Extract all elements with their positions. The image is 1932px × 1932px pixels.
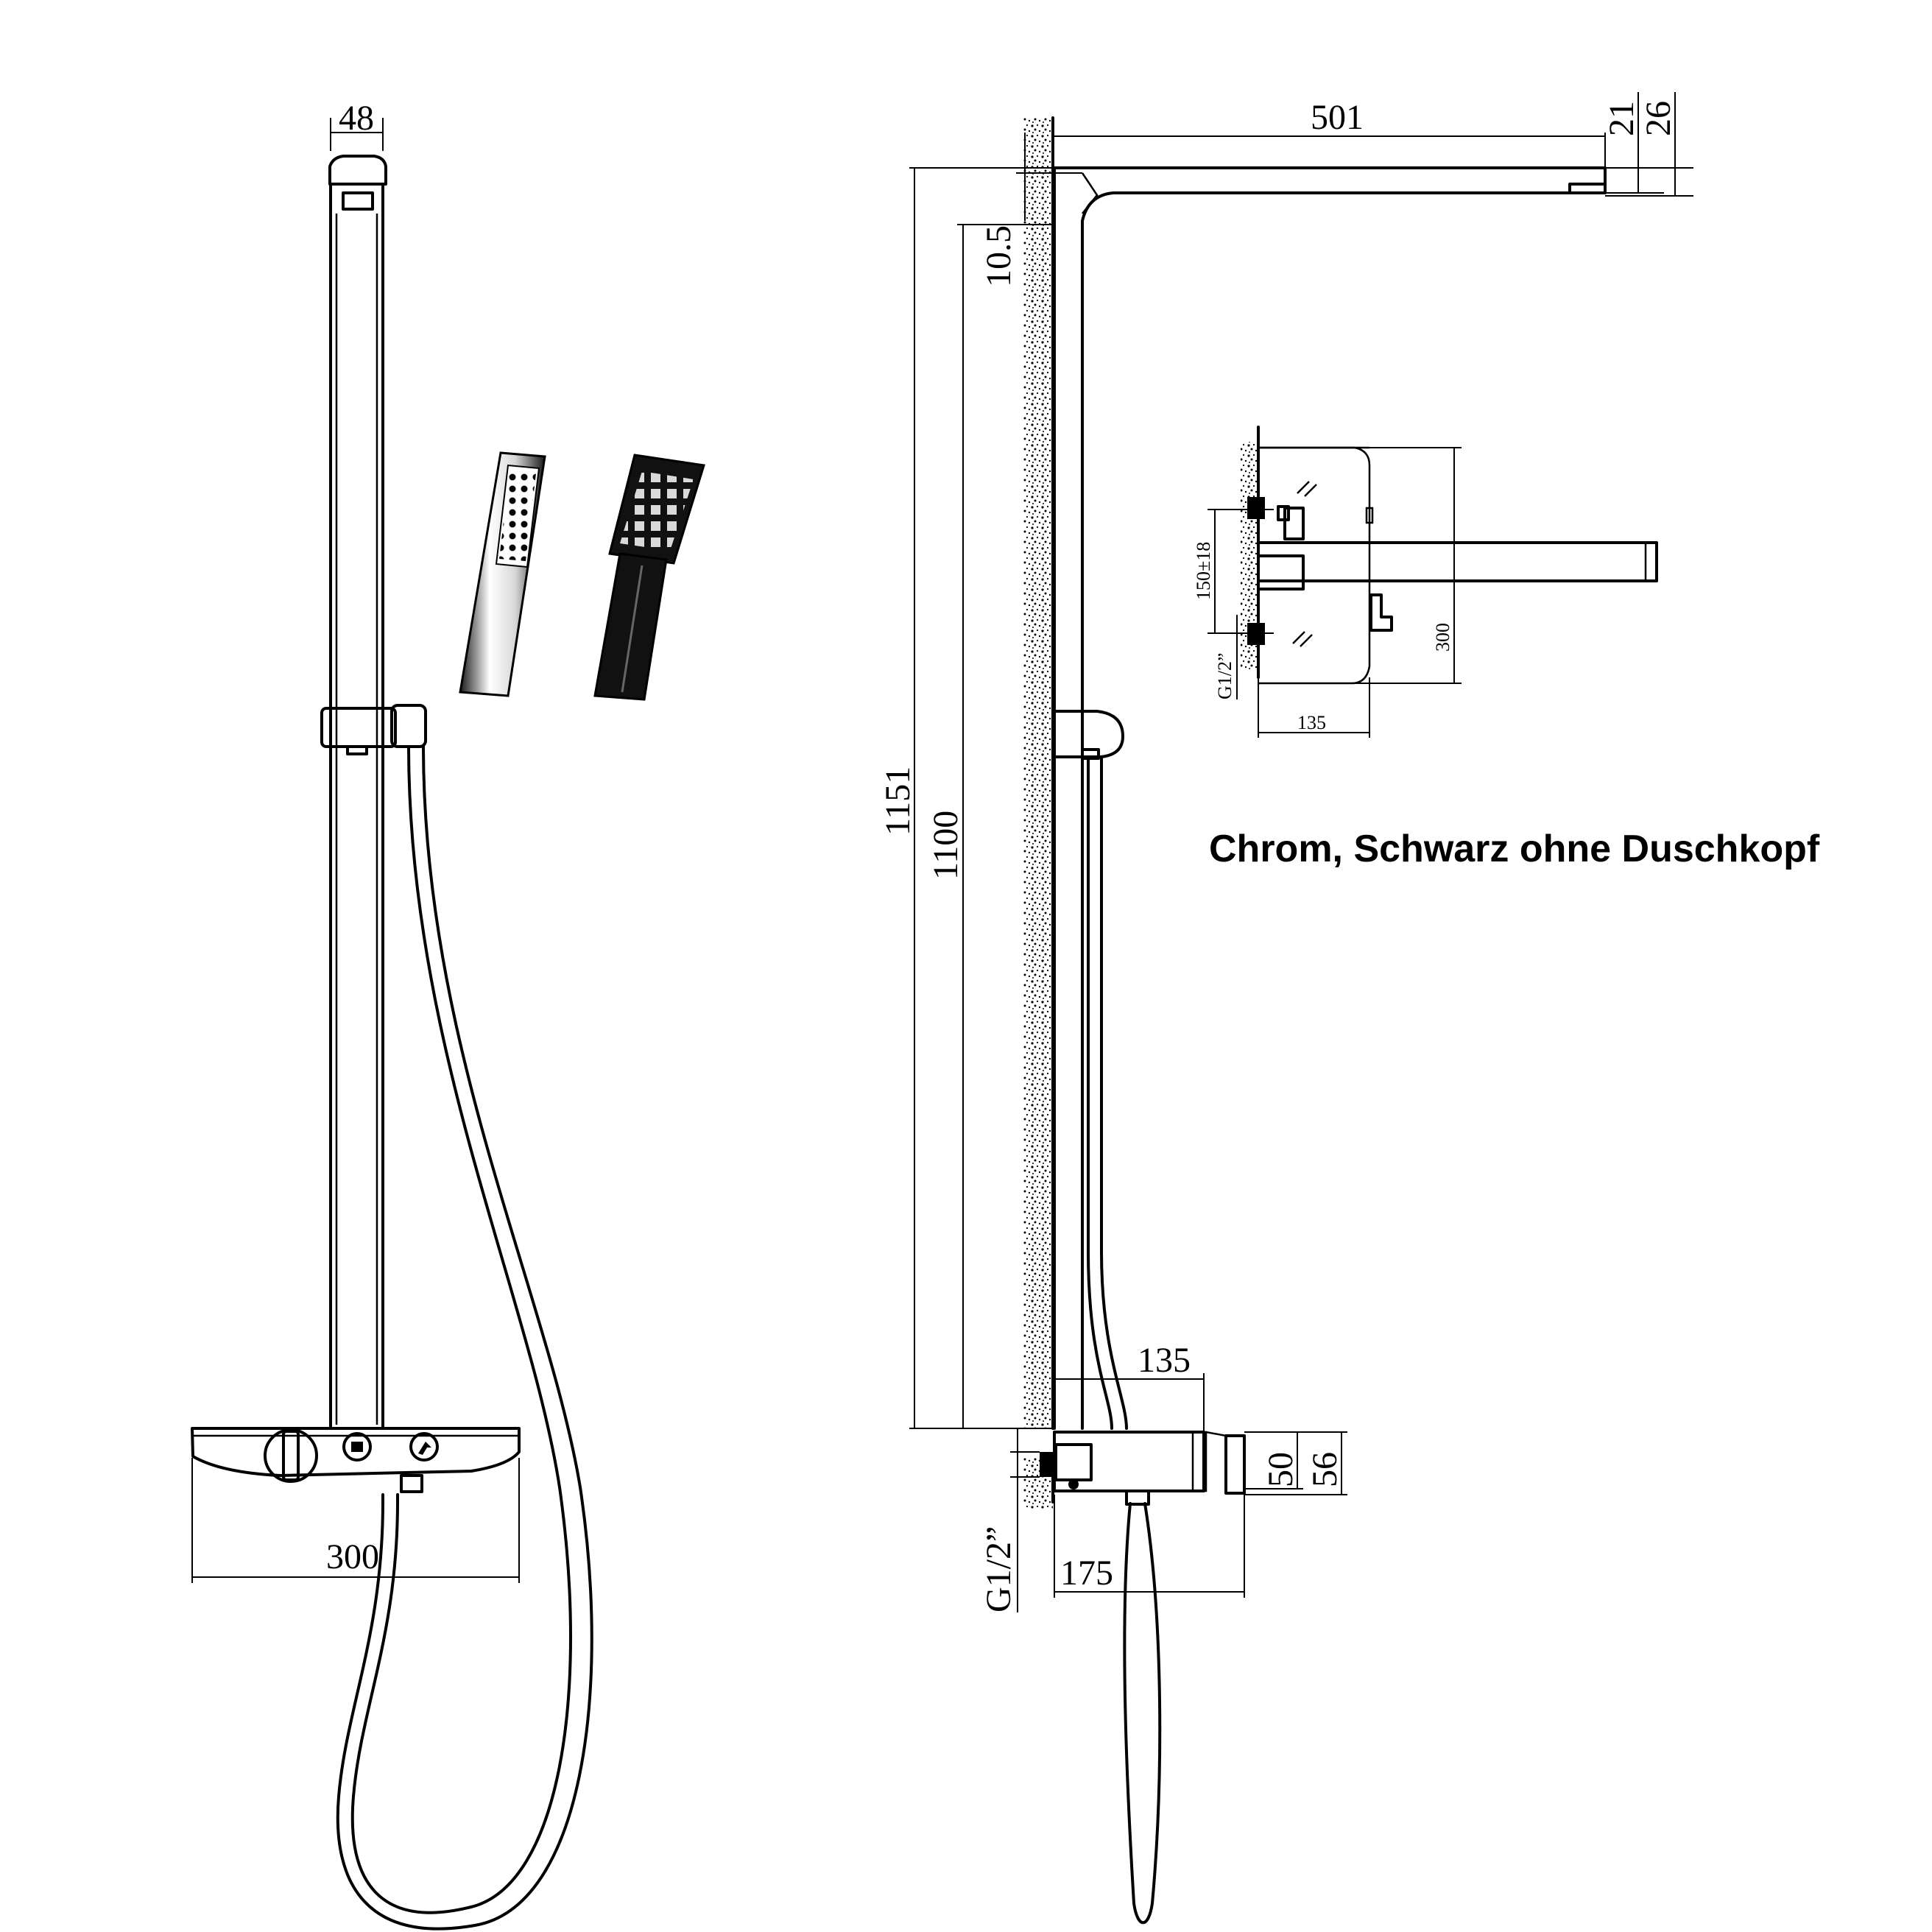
- detail-pipe: [1257, 541, 1658, 582]
- side-connector-screw: [1068, 1479, 1079, 1489]
- detail-valve-top: [1247, 497, 1265, 519]
- detail-plate-outline: [1258, 446, 1371, 685]
- detail-glass-mark-4: [1300, 634, 1313, 647]
- dim-1151-label: 1151: [878, 766, 917, 836]
- front-temperature-knob: [264, 1428, 318, 1483]
- dim-detail-300-label: 300: [1432, 623, 1453, 652]
- hand-shower-chrome: [459, 451, 546, 697]
- side-slider-clip: [1081, 748, 1100, 760]
- side-hose-back: [1100, 757, 1128, 1430]
- chrome-nozzles: [499, 471, 536, 561]
- black-handle-highlight: [621, 565, 644, 693]
- front-hose-inner: [336, 745, 593, 1931]
- front-button-showerhead: [342, 1432, 372, 1462]
- dim-detail-135-label: 135: [1297, 712, 1326, 733]
- front-shelf-body: [191, 1427, 521, 1477]
- dim-detail-g12-label: G1/2”: [1214, 652, 1235, 699]
- side-hose-front: [1087, 757, 1113, 1430]
- detail-glass-mark-3: [1292, 631, 1305, 644]
- side-hose-connector: [1125, 1489, 1150, 1506]
- side-elbow-detail: [1081, 172, 1099, 214]
- front-knob-grip: [282, 1430, 300, 1481]
- wall-hatch-top: [1023, 118, 1053, 1428]
- detail-glass-mark-2: [1304, 484, 1317, 497]
- front-top-cap-outlet: [342, 191, 374, 211]
- front-button-handshower: [409, 1432, 439, 1462]
- product-caption: Chrom, Schwarz ohne Duschkopf: [1209, 828, 1820, 870]
- handshower-icon: [418, 1442, 431, 1455]
- side-view: 501 21 26 10.5 1151 1100 135 50 56: [878, 92, 1693, 1925]
- detail-valve-bottom-body: [1369, 593, 1393, 632]
- dim-175-label: 175: [1060, 1554, 1113, 1593]
- detail-glass-mark-1: [1297, 481, 1310, 494]
- showerhead-icon: [351, 1442, 363, 1452]
- dim-26-label: 26: [1639, 101, 1678, 136]
- side-mixer-cap: [1191, 1431, 1208, 1492]
- dim-135-label: 135: [1138, 1341, 1191, 1380]
- dim-1100-label: 1100: [926, 811, 965, 880]
- detail-side-button: [1365, 507, 1374, 524]
- front-slider-clip: [346, 745, 368, 755]
- dim-48-label: 48: [339, 99, 374, 138]
- black-handle: [593, 552, 668, 701]
- dim-10-5-label: 10.5: [979, 225, 1018, 287]
- side-knob-divider: [1205, 1431, 1227, 1437]
- front-hose-connector: [400, 1474, 423, 1493]
- front-hose-outer: [350, 745, 572, 1914]
- black-nozzle-face: [620, 471, 694, 551]
- dim-501-label: 501: [1311, 98, 1364, 137]
- side-riser-arm: [1053, 166, 1607, 1430]
- side-wall-connector: [1040, 1452, 1056, 1477]
- detail-valve-top-body: [1283, 507, 1305, 540]
- front-top-cap: [328, 155, 387, 186]
- front-view: 48 300: [191, 99, 593, 1931]
- detail-view: 150±18 300 G1/2” 135: [1193, 426, 1658, 738]
- dim-300-label: 300: [326, 1537, 379, 1576]
- detail-valve-left: [1257, 554, 1305, 590]
- dim-56-label: 56: [1305, 1452, 1344, 1487]
- side-slider: [1053, 710, 1124, 758]
- dim-50-label: 50: [1261, 1452, 1300, 1487]
- dim-g12-label: G1/2”: [979, 1526, 1018, 1612]
- hand-shower-black: [593, 454, 705, 701]
- dim-21-label: 21: [1602, 101, 1641, 136]
- side-head-outlet: [1568, 183, 1607, 194]
- dim-150-label: 150±18: [1193, 542, 1214, 600]
- side-mixer-knob: [1224, 1434, 1246, 1495]
- detail-valve-top-cap: [1277, 505, 1290, 521]
- side-hose-lower: [1123, 1502, 1162, 1925]
- side-connector-nut: [1054, 1443, 1093, 1481]
